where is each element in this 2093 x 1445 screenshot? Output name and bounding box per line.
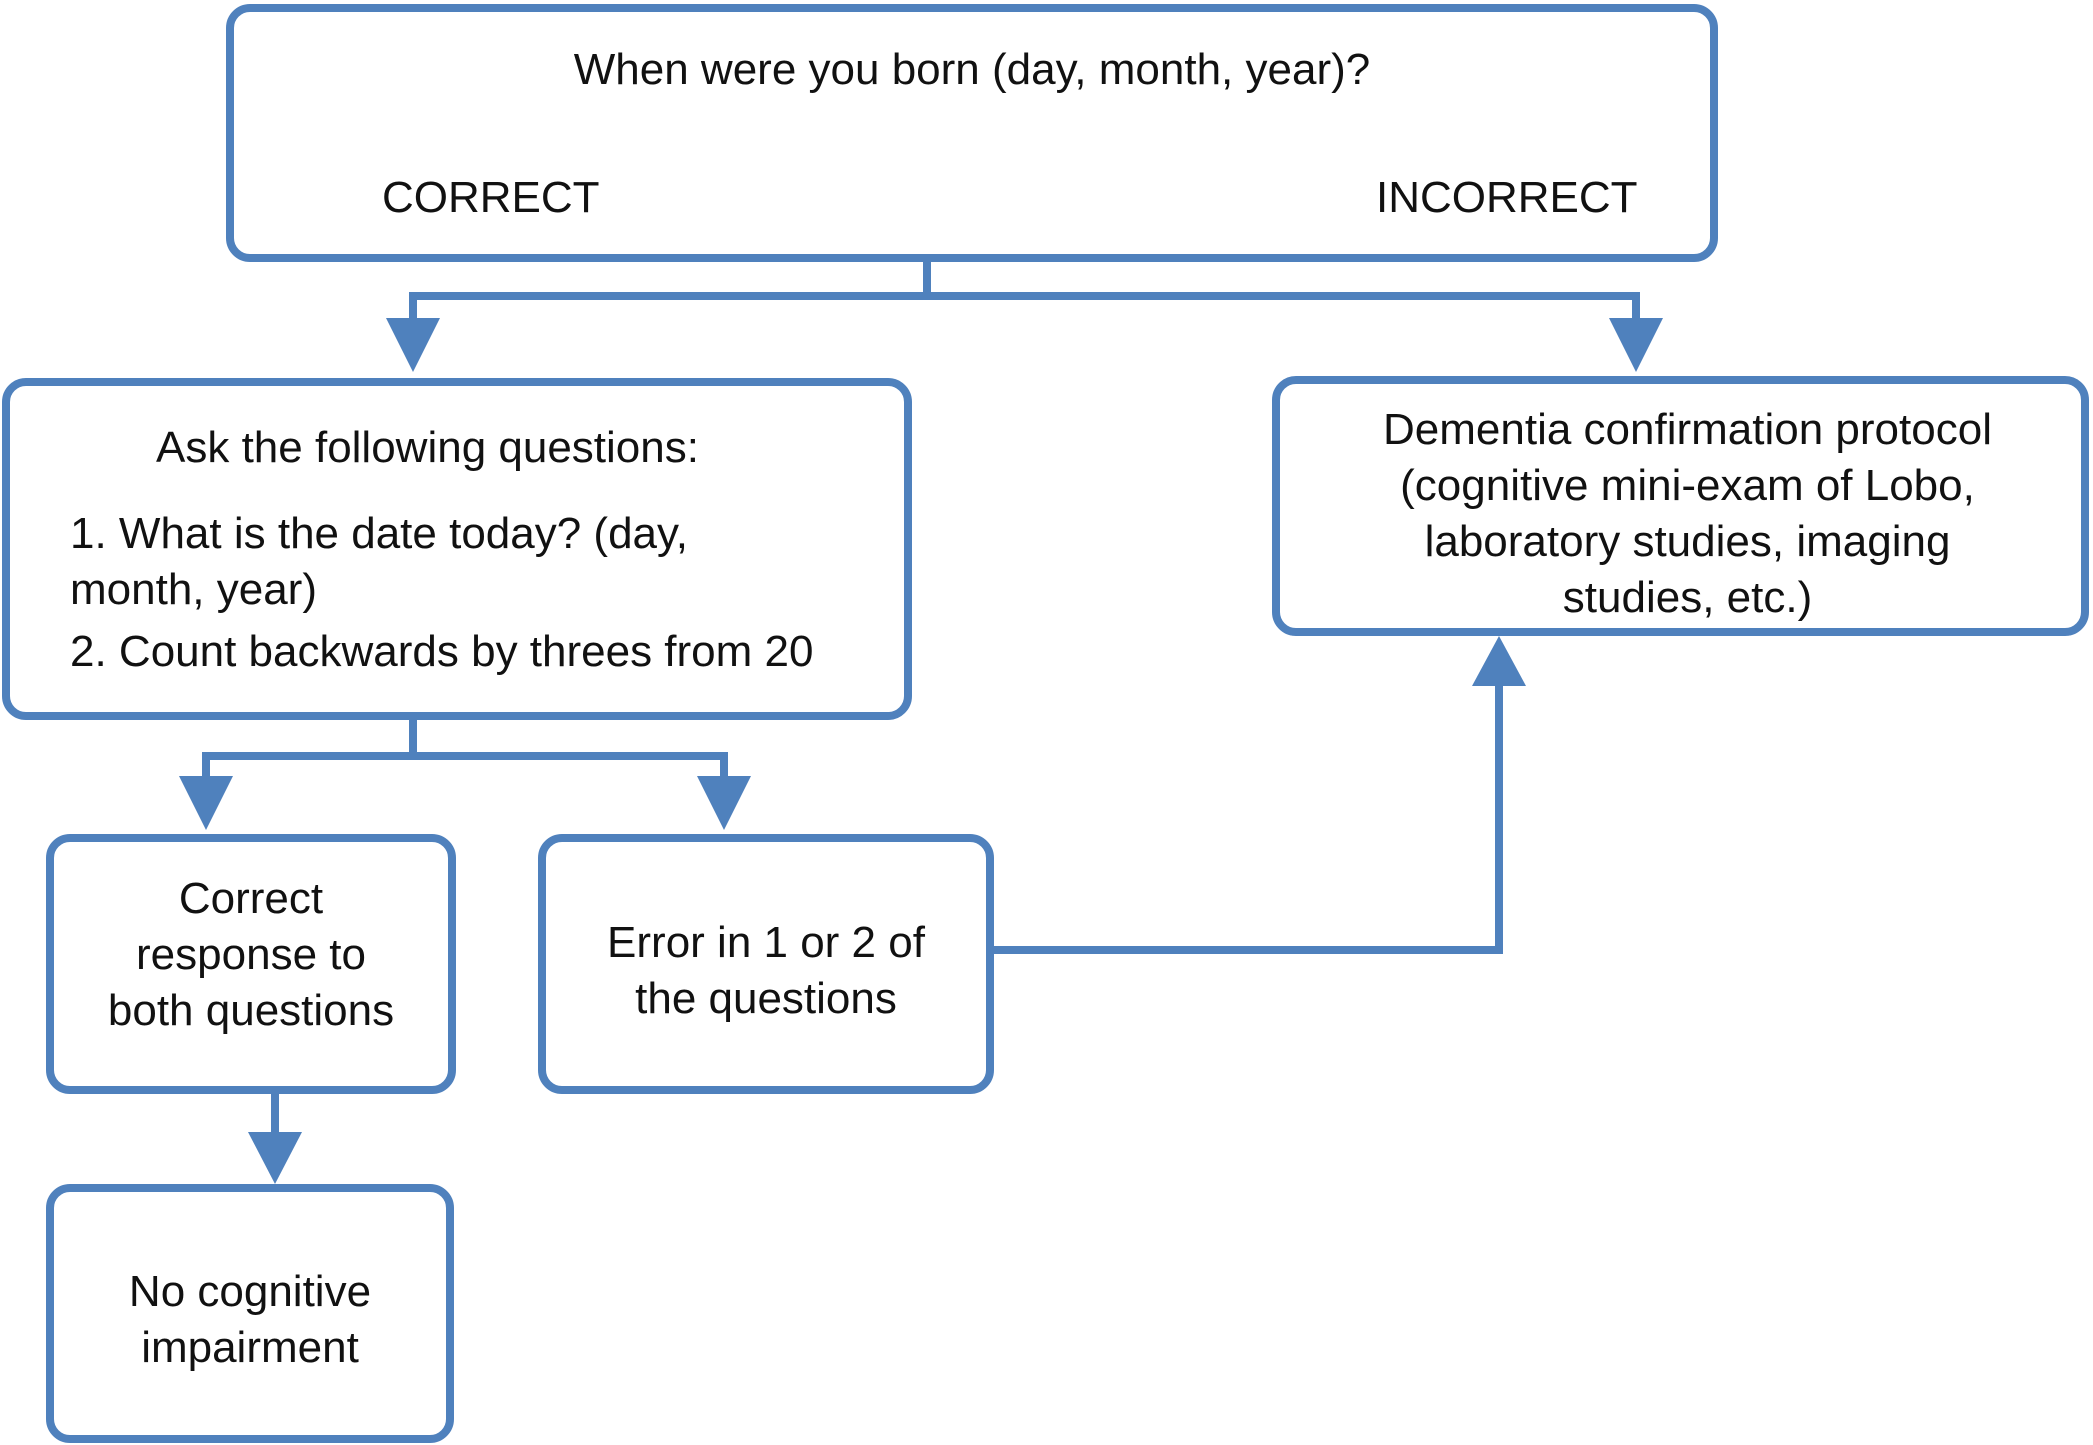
- dementia-protocol-line-1: Dementia confirmation protocol: [1383, 405, 1992, 454]
- arrow-head-up-to-dementia-box: [1472, 636, 1526, 686]
- error-response-text: Error in 1 or 2 of the questions: [546, 915, 986, 1027]
- dementia-protocol-line-4: studies, etc.): [1562, 573, 1813, 622]
- connector-error-to-dementia: [992, 684, 1503, 954]
- arrow-head-to-dementia-box: [1609, 318, 1663, 372]
- connector-top-split: [409, 258, 1640, 318]
- dementia-protocol-line-2: (cognitive mini-exam of Lobo,: [1400, 461, 1975, 510]
- correct-branch-label: CORRECT: [382, 173, 600, 222]
- no-impairment-line-2: impairment: [141, 1323, 359, 1372]
- incorrect-branch-label: INCORRECT: [1376, 173, 1638, 222]
- correct-response-line-3: both questions: [107, 986, 395, 1035]
- arrow-head-to-no-impairment-box: [248, 1132, 302, 1184]
- ask-question-1-line-1: 1. What is the date today? (day,: [70, 509, 688, 558]
- ask-question-2: 2. Count backwards by threes from 20: [70, 627, 814, 676]
- ask-questions-heading: Ask the following questions:: [156, 423, 699, 472]
- error-response-line-2: the questions: [635, 974, 897, 1023]
- dementia-protocol-text: Dementia confirmation protocol (cognitiv…: [1294, 402, 2081, 626]
- birth-date-question-box: When were you born (day, month, year)? C…: [226, 4, 1718, 262]
- correct-response-line-1: Correct: [178, 874, 324, 923]
- arrow-head-to-correct-box: [179, 776, 233, 830]
- arrow-head-to-ask-box: [386, 318, 440, 372]
- arrow-head-to-error-box: [697, 776, 751, 830]
- correct-response-box: Correct response to both questions: [46, 834, 456, 1094]
- dementia-protocol-box: Dementia confirmation protocol (cognitiv…: [1272, 376, 2089, 636]
- correct-response-line-2: response to: [136, 930, 366, 979]
- no-impairment-line-1: No cognitive: [128, 1267, 372, 1316]
- dementia-protocol-line-3: laboratory studies, imaging: [1424, 517, 1951, 566]
- connector-ask-split: [202, 718, 728, 776]
- error-response-line-1: Error in 1 or 2 of: [607, 918, 925, 967]
- birth-date-question-text: When were you born (day, month, year)?: [573, 45, 1371, 94]
- ask-questions-box: Ask the following questions: 1. What is …: [2, 378, 912, 720]
- no-impairment-text: No cognitive impairment: [54, 1264, 446, 1376]
- no-impairment-box: No cognitive impairment: [46, 1184, 454, 1443]
- error-response-box: Error in 1 or 2 of the questions: [538, 834, 994, 1094]
- correct-response-text: Correct response to both questions: [54, 871, 448, 1039]
- ask-question-1-line-2: month, year): [70, 565, 317, 614]
